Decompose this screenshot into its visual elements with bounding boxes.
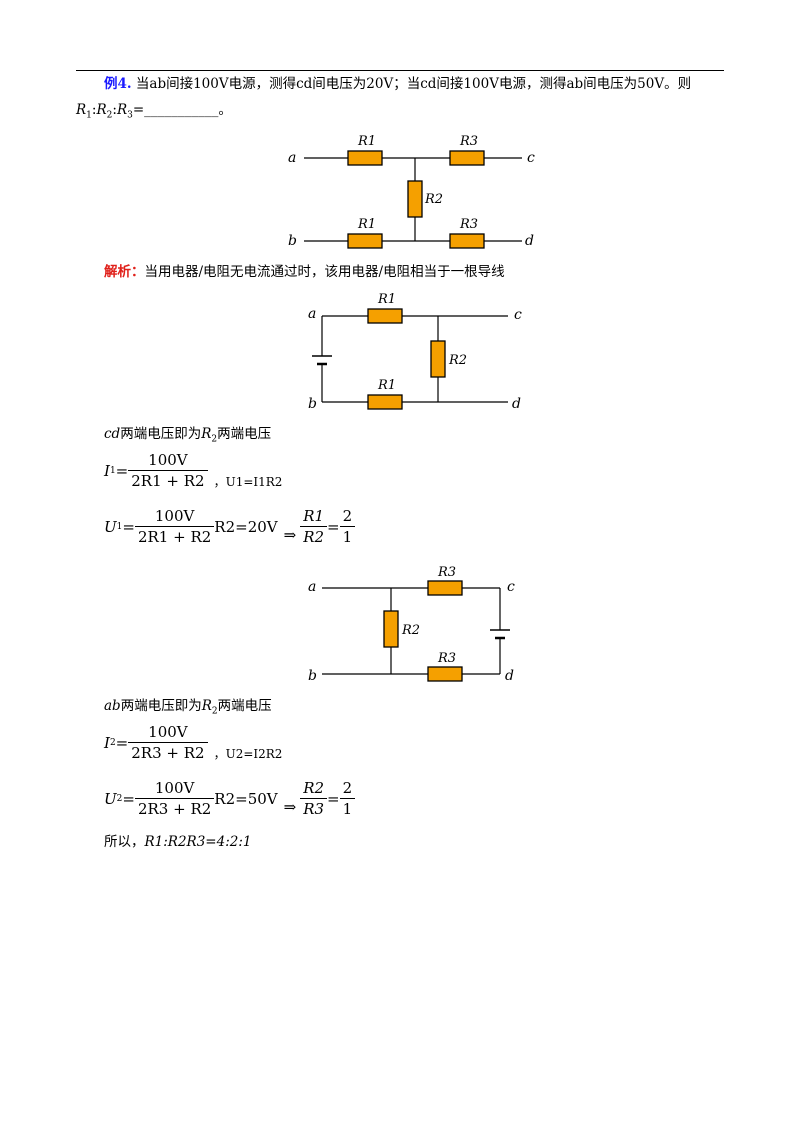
- resistor-r1-bottom: [347, 233, 383, 249]
- label-r2: R2: [401, 623, 420, 638]
- resistor-r1-bottom: [367, 394, 403, 410]
- resistor-r2: [430, 340, 446, 378]
- label-r1-bottom: R1: [377, 378, 396, 393]
- node-a: a: [308, 306, 316, 322]
- equation-u1-note: U1=I1R2: [225, 475, 283, 489]
- analysis-line: 解析：当用电器/电阻无电流通过时，该用电器/电阻相当于一根导线: [104, 262, 505, 282]
- resistor-r1-top: [367, 308, 403, 324]
- resistor-r2: [383, 610, 399, 648]
- final-answer: R1:R2R3=4:2:1: [144, 834, 252, 850]
- resistor-r1-top: [347, 150, 383, 166]
- resistor-r3-top: [427, 580, 463, 596]
- problem-line-1: 例4. 当ab间接100V电源，测得cd间电压为20V；当cd间接100V电源，…: [104, 74, 691, 94]
- resistor-r3-top: [449, 150, 485, 166]
- conclusion: 所以，R1:R2R3=4:2:1: [104, 834, 252, 850]
- analysis-text: 当用电器/电阻无电流通过时，该用电器/电阻相当于一根导线: [144, 264, 505, 280]
- problem-label: 例4.: [104, 76, 132, 92]
- implies-arrow: ⇒: [283, 525, 297, 544]
- top-rule: [76, 70, 724, 71]
- label-r1-top: R1: [377, 292, 396, 307]
- node-a: a: [288, 150, 296, 166]
- answer-blank: ___________: [144, 102, 219, 118]
- node-c: c: [527, 150, 535, 166]
- label-r1-top: R1: [357, 134, 376, 149]
- node-d: d: [512, 396, 521, 412]
- resistor-r3-bottom: [449, 233, 485, 249]
- step1-statement: cd两端电压即为R2两端电压: [104, 426, 272, 445]
- label-r3-bottom: R3: [437, 651, 456, 666]
- implies-arrow: ⇒: [283, 797, 297, 816]
- label-r2: R2: [424, 192, 443, 207]
- label-r3-top: R3: [459, 134, 478, 149]
- node-c: c: [507, 579, 515, 595]
- circuit-diagram-3: a b c d R3 R2 R3: [308, 566, 515, 684]
- label-r3-top: R3: [437, 566, 456, 580]
- circuit-diagram-2: a b c d R1 R2 R1: [308, 292, 522, 412]
- label-r1-bottom: R1: [357, 217, 376, 232]
- circuit-diagram-1: a b c d R1 R3 R2 R1 R3: [288, 134, 535, 249]
- problem-eq: =: [132, 102, 145, 118]
- problem-text: 当ab间接100V电源，测得cd间电压为20V；当cd间接100V电源，测得ab…: [135, 76, 692, 92]
- label-r3-bottom: R3: [459, 217, 478, 232]
- node-d: d: [525, 233, 534, 249]
- node-d: d: [505, 668, 514, 684]
- node-c: c: [514, 307, 522, 323]
- step2-statement: ab两端电压即为R2两端电压: [104, 698, 272, 717]
- resistor-r2: [407, 180, 423, 218]
- equation-u2-note: U2=I2R2: [225, 747, 283, 761]
- analysis-label: 解析：: [104, 264, 145, 280]
- node-a: a: [308, 579, 316, 595]
- label-r2: R2: [448, 353, 467, 368]
- resistor-r3-bottom: [427, 666, 463, 682]
- node-b: b: [308, 396, 317, 412]
- node-b: b: [308, 668, 317, 684]
- node-b: b: [288, 233, 297, 249]
- problem-line-2: R1:R2:R3=___________。: [76, 102, 232, 121]
